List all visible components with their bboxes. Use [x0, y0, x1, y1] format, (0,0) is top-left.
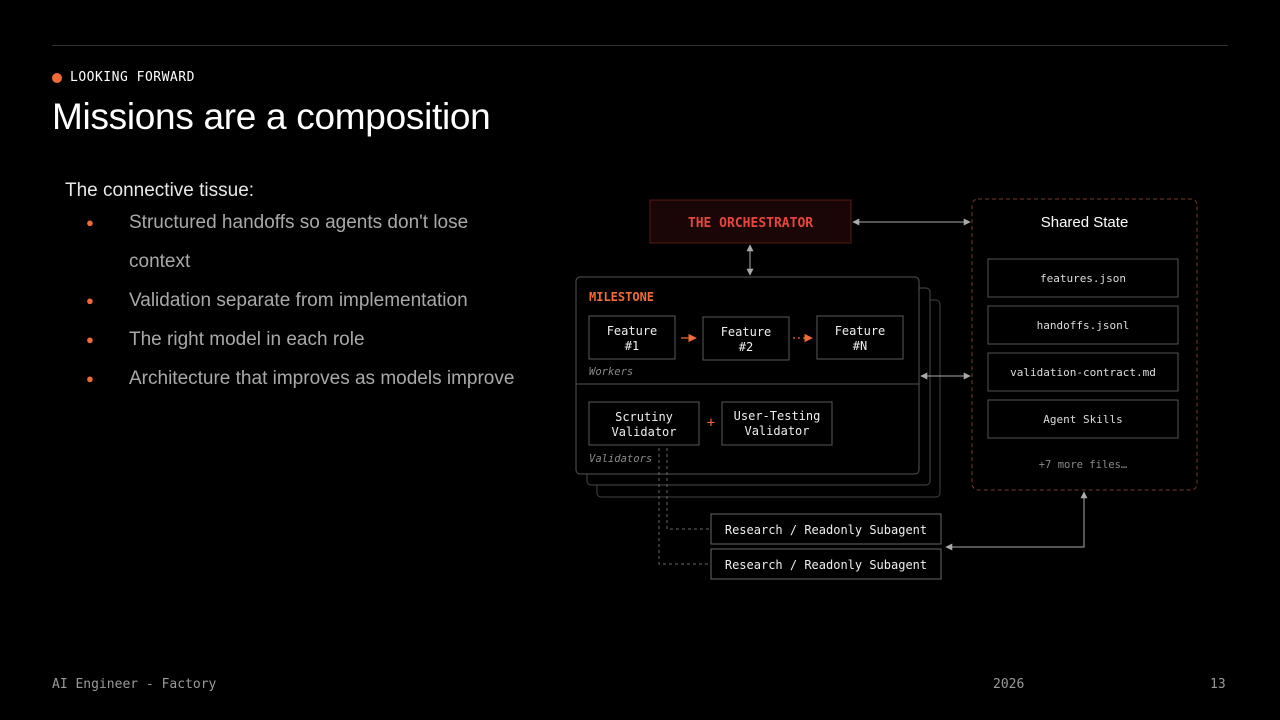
- subagent-box-1: Research / Readonly Subagent: [710, 513, 942, 545]
- validators-label: Validators: [589, 453, 652, 465]
- orchestrator-label: THE ORCHESTRATOR: [688, 216, 813, 231]
- svg-text:Scrutiny: Scrutiny: [615, 410, 673, 424]
- bullet-item: ●Validation separate from implementation: [86, 281, 516, 320]
- footer-presenter: AI Engineer - Factory: [52, 677, 217, 692]
- file-handoffs-jsonl: handoffs.jsonl: [987, 305, 1179, 345]
- svg-text:Feature: Feature: [721, 325, 772, 339]
- bullet-dot-icon: ●: [86, 215, 94, 230]
- scrutiny-validator-box: Scrutiny Validator: [588, 401, 700, 446]
- more-files-label: +7 more files…: [1039, 459, 1128, 471]
- bullet-dot-icon: ●: [86, 332, 94, 347]
- footer-page-number: 13: [1210, 677, 1226, 692]
- svg-text:#1: #1: [625, 339, 639, 353]
- orange-dot-icon: [52, 72, 62, 83]
- svg-text:Research / Readonly Subagent: Research / Readonly Subagent: [725, 523, 927, 537]
- svg-text:#N: #N: [853, 339, 867, 353]
- bullet-item: ●Structured handoffs so agents don't los…: [86, 203, 516, 281]
- validator-subagent-connector-2: [658, 448, 711, 565]
- slide-title: Missions are a composition: [52, 96, 491, 137]
- subagent-box-2: Research / Readonly Subagent: [710, 548, 942, 580]
- bullet-item: ●The right model in each role: [86, 320, 516, 359]
- top-divider: [52, 45, 1228, 46]
- feature-box-2: Feature #2: [702, 316, 790, 361]
- file-validation-contract: validation-contract.md: [987, 352, 1179, 392]
- svg-text:handoffs.jsonl: handoffs.jsonl: [1037, 319, 1130, 332]
- svg-text:#2: #2: [739, 340, 753, 354]
- shared-state-title: Shared State: [1041, 214, 1129, 231]
- plus-sign: +: [707, 415, 715, 431]
- feature-box-1: Feature #1: [588, 315, 676, 360]
- svg-text:Feature: Feature: [607, 324, 658, 338]
- svg-text:validation-contract.md: validation-contract.md: [1010, 366, 1156, 379]
- svg-text:Validator: Validator: [744, 424, 809, 438]
- svg-text:Research / Readonly Subagent: Research / Readonly Subagent: [725, 558, 927, 572]
- milestone-box: MILESTONE Feature #1 Feature #2 Feature …: [575, 276, 920, 475]
- bullet-dot-icon: ●: [86, 371, 94, 386]
- bullet-dot-icon: ●: [86, 293, 94, 308]
- feature-box-n: Feature #N: [816, 315, 904, 360]
- file-features-json: features.json: [987, 258, 1179, 298]
- orchestrator-box: THE ORCHESTRATOR: [649, 199, 852, 244]
- validator-subagent-connector-1: [666, 448, 711, 530]
- svg-text:Feature: Feature: [835, 324, 886, 338]
- eyebrow: LOOKING FORWARD: [52, 70, 195, 85]
- svg-text:features.json: features.json: [1040, 272, 1126, 285]
- bullet-list: ●Structured handoffs so agents don't los…: [86, 203, 516, 398]
- svg-text:User-Testing: User-Testing: [734, 409, 821, 423]
- shared-state-box: Shared State features.json handoffs.json…: [971, 198, 1198, 491]
- architecture-diagram: THE ORCHESTRATOR MILESTONE Feature #1 Fe…: [575, 198, 1198, 580]
- intro-text: The connective tissue:: [65, 180, 255, 201]
- user-testing-validator-box: User-Testing Validator: [721, 401, 833, 446]
- svg-text:Validator: Validator: [611, 425, 676, 439]
- bullet-item: ●Architecture that improves as models im…: [86, 359, 516, 398]
- footer-year: 2026: [993, 677, 1025, 692]
- subagent-state-arrow: [945, 491, 1088, 551]
- file-agent-skills: Agent Skills: [987, 399, 1179, 439]
- workers-label: Workers: [589, 366, 633, 378]
- milestone-label: MILESTONE: [589, 290, 654, 304]
- eyebrow-label: LOOKING FORWARD: [70, 70, 195, 85]
- svg-text:Agent Skills: Agent Skills: [1043, 413, 1122, 426]
